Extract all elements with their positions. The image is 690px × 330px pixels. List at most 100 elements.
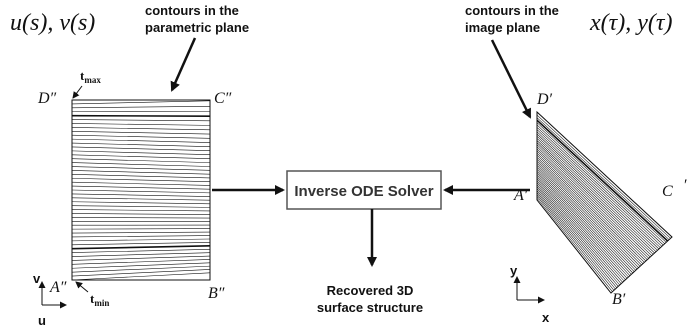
axis-y-label: y — [510, 263, 518, 278]
parametric-contour-line — [71, 131, 211, 135]
right-panel: contours in the image plane x(τ), y(τ) D… — [465, 3, 687, 325]
corner-D-prime: D′ — [536, 91, 553, 108]
image-contour-line — [536, 133, 660, 250]
image-contour-line — [536, 129, 663, 247]
parametric-contour-line — [71, 154, 211, 159]
parametric-contour-line — [71, 228, 211, 230]
image-contour-line — [536, 156, 644, 264]
t-min-arrow — [75, 281, 89, 293]
image-contour-line — [536, 144, 652, 256]
left-panel: u(s), v(s) contours in the parametric pl… — [10, 3, 249, 328]
parametric-contour-line — [71, 235, 211, 238]
image-contour-line — [536, 135, 658, 251]
right-caption-line1: contours in the — [465, 3, 559, 18]
uv-axes: v u — [33, 271, 67, 328]
t-max-arrow — [72, 85, 83, 99]
parametric-contour-line — [71, 217, 211, 219]
parametric-contour-line — [71, 158, 211, 163]
corner-D-double-prime: D″ — [37, 90, 57, 107]
parametric-contour-line — [71, 242, 211, 246]
image-contour-line — [536, 196, 615, 291]
image-contour-line — [536, 148, 649, 259]
image-contour-line — [536, 184, 623, 283]
right-caption-line2: image plane — [465, 20, 540, 35]
image-contour-line — [536, 178, 628, 279]
parametric-contour-line — [71, 119, 211, 122]
image-contour-line — [536, 176, 629, 278]
parametric-contour-line — [71, 123, 211, 126]
image-contour-lines — [536, 111, 673, 294]
parametric-contour-line — [71, 114, 211, 117]
parametric-contour-line — [71, 134, 211, 139]
image-contour-line — [536, 168, 635, 272]
image-contour-line — [536, 190, 619, 287]
right-title-math: x(τ), y(τ) — [589, 10, 672, 36]
image-contour-line — [536, 162, 639, 268]
parametric-contour-line — [71, 231, 211, 234]
parametric-contour-line — [71, 162, 211, 167]
image-contour-line — [536, 166, 636, 271]
image-contour-line — [536, 131, 661, 248]
parametric-contour-line — [71, 127, 211, 131]
corner-B-double-prime: B″ — [208, 285, 225, 302]
parametric-contour-line — [71, 142, 211, 147]
image-contour-line — [536, 192, 618, 288]
corner-C-double-prime: C″ — [214, 90, 232, 107]
image-contour-line — [536, 119, 669, 242]
image-contour-line — [536, 180, 626, 280]
image-contour-line — [536, 140, 655, 254]
parametric-contour-line — [71, 213, 211, 215]
image-contour-line — [536, 182, 625, 282]
image-contour-line — [536, 186, 622, 284]
parametric-contour-line — [71, 146, 211, 152]
parametric-contour-line — [71, 205, 211, 208]
parametric-contour-line — [71, 100, 211, 105]
image-contour-line — [536, 138, 657, 252]
t-min-label: tmin — [90, 291, 109, 308]
left-caption-line2: parametric plane — [145, 20, 249, 35]
image-contour-line — [536, 146, 651, 258]
parametric-contour-line — [71, 174, 211, 179]
left-caption-arrow — [170, 37, 197, 92]
parametric-contour-line — [71, 269, 211, 277]
parametric-contour-line — [71, 252, 211, 257]
image-contour-line — [536, 160, 641, 267]
image-contour-line — [536, 142, 654, 255]
parametric-contour-line — [71, 238, 211, 242]
image-contour-line — [536, 170, 633, 274]
parametric-contour-line — [71, 189, 211, 194]
parametric-contour-line — [71, 265, 211, 273]
corner-C-prime-mark: ′ — [683, 177, 687, 194]
parametric-contour-line — [71, 138, 211, 143]
parametric-contour-line — [71, 150, 211, 156]
parametric-contour-line — [71, 201, 211, 205]
image-contour-line — [536, 127, 664, 246]
axis-v-label: v — [33, 271, 41, 286]
corner-C-prime: C — [662, 183, 673, 200]
image-contour-line — [536, 174, 631, 276]
parametric-contour-line — [71, 259, 211, 265]
image-contour-line — [536, 111, 673, 238]
parametric-contour-line — [71, 245, 211, 250]
xy-axes: y x — [510, 263, 550, 325]
image-contour-line — [536, 172, 632, 275]
axis-u-label: u — [38, 313, 46, 328]
inverse-ode-solver-box — [286, 170, 442, 210]
t-max-label: tmax — [80, 68, 101, 85]
corner-A-prime: A′ — [513, 187, 528, 204]
image-contour-line — [536, 164, 638, 270]
axis-x-label: x — [542, 310, 550, 325]
left-caption-line1: contours in the — [145, 3, 239, 18]
parametric-contour-line — [71, 193, 211, 197]
image-contour-line — [536, 152, 647, 262]
parametric-contour-line — [71, 105, 211, 109]
parametric-contour-line — [71, 272, 211, 281]
parametric-contour-line — [71, 170, 211, 175]
image-contour-line — [536, 117, 670, 240]
image-contour-line — [536, 188, 620, 286]
image-contour-line — [536, 124, 665, 244]
parametric-contour-line — [71, 262, 211, 269]
parametric-contour-line — [71, 248, 211, 253]
image-contour-line — [536, 194, 616, 290]
